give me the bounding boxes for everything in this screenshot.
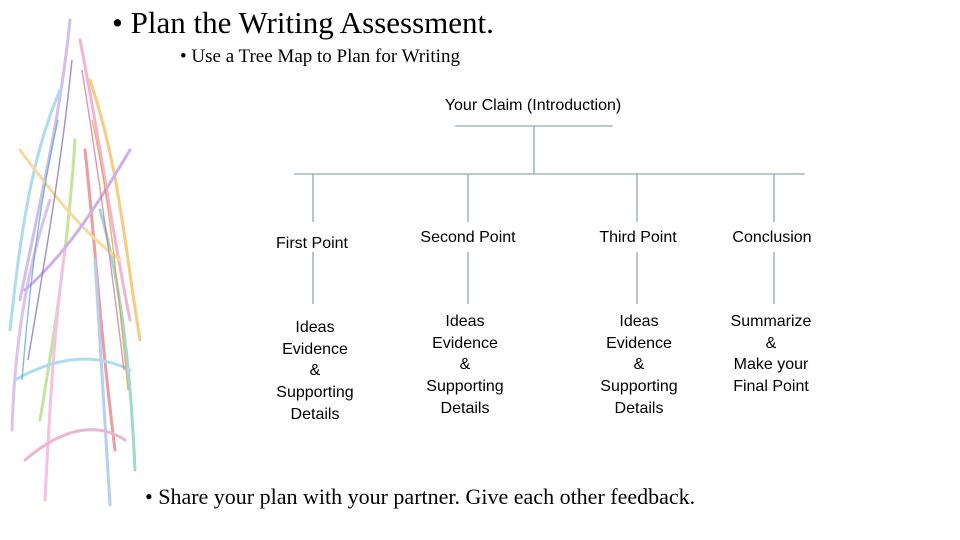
detail-line: Final Point [733, 378, 809, 396]
bullet-share-plan: • Share your plan with your partner. Giv… [145, 484, 696, 509]
branch-details-conclusion: Summarize & Make your Final Point [696, 311, 846, 398]
detail-line: & [459, 356, 471, 374]
detail-line: Ideas [295, 319, 335, 336]
branch-details-first-point: Ideas Evidence & Supporting Details [240, 317, 390, 426]
branch-heading-conclusion: Conclusion [732, 229, 812, 246]
decorative-feather-art [8, 18, 142, 507]
branch-details-second-point: Ideas Evidence & Supporting Details [390, 311, 540, 420]
detail-line: Ideas [445, 313, 485, 330]
detail-line: Details [290, 405, 340, 423]
tree-root-claim: Your Claim (Introduction) [444, 97, 622, 114]
detail-line: Evidence [432, 334, 498, 352]
branch-details-third-point: Ideas Evidence & Supporting Details [564, 311, 714, 420]
branch-heading-third-point: Third Point [599, 229, 677, 246]
detail-line: Details [440, 399, 490, 417]
branch-heading-second-point: Second Point [420, 229, 516, 246]
detail-line: Make your [733, 356, 809, 374]
bullet-use-tree-map: • Use a Tree Map to Plan for Writing [180, 46, 460, 67]
detail-line: Summarize [730, 313, 812, 330]
detail-line: Supporting [426, 378, 504, 396]
detail-line: Ideas [619, 313, 659, 330]
branch-heading-first-point: First Point [275, 235, 348, 252]
bullet-plan-writing-assessment: • Plan the Writing Assessment. [112, 5, 494, 40]
detail-line: & [765, 334, 777, 352]
detail-line: Evidence [606, 334, 672, 352]
detail-line: Evidence [282, 340, 348, 358]
detail-line: Supporting [276, 384, 354, 402]
detail-line: & [633, 356, 645, 374]
detail-line: & [309, 362, 321, 380]
detail-line: Supporting [600, 378, 678, 396]
detail-line: Details [614, 399, 664, 417]
